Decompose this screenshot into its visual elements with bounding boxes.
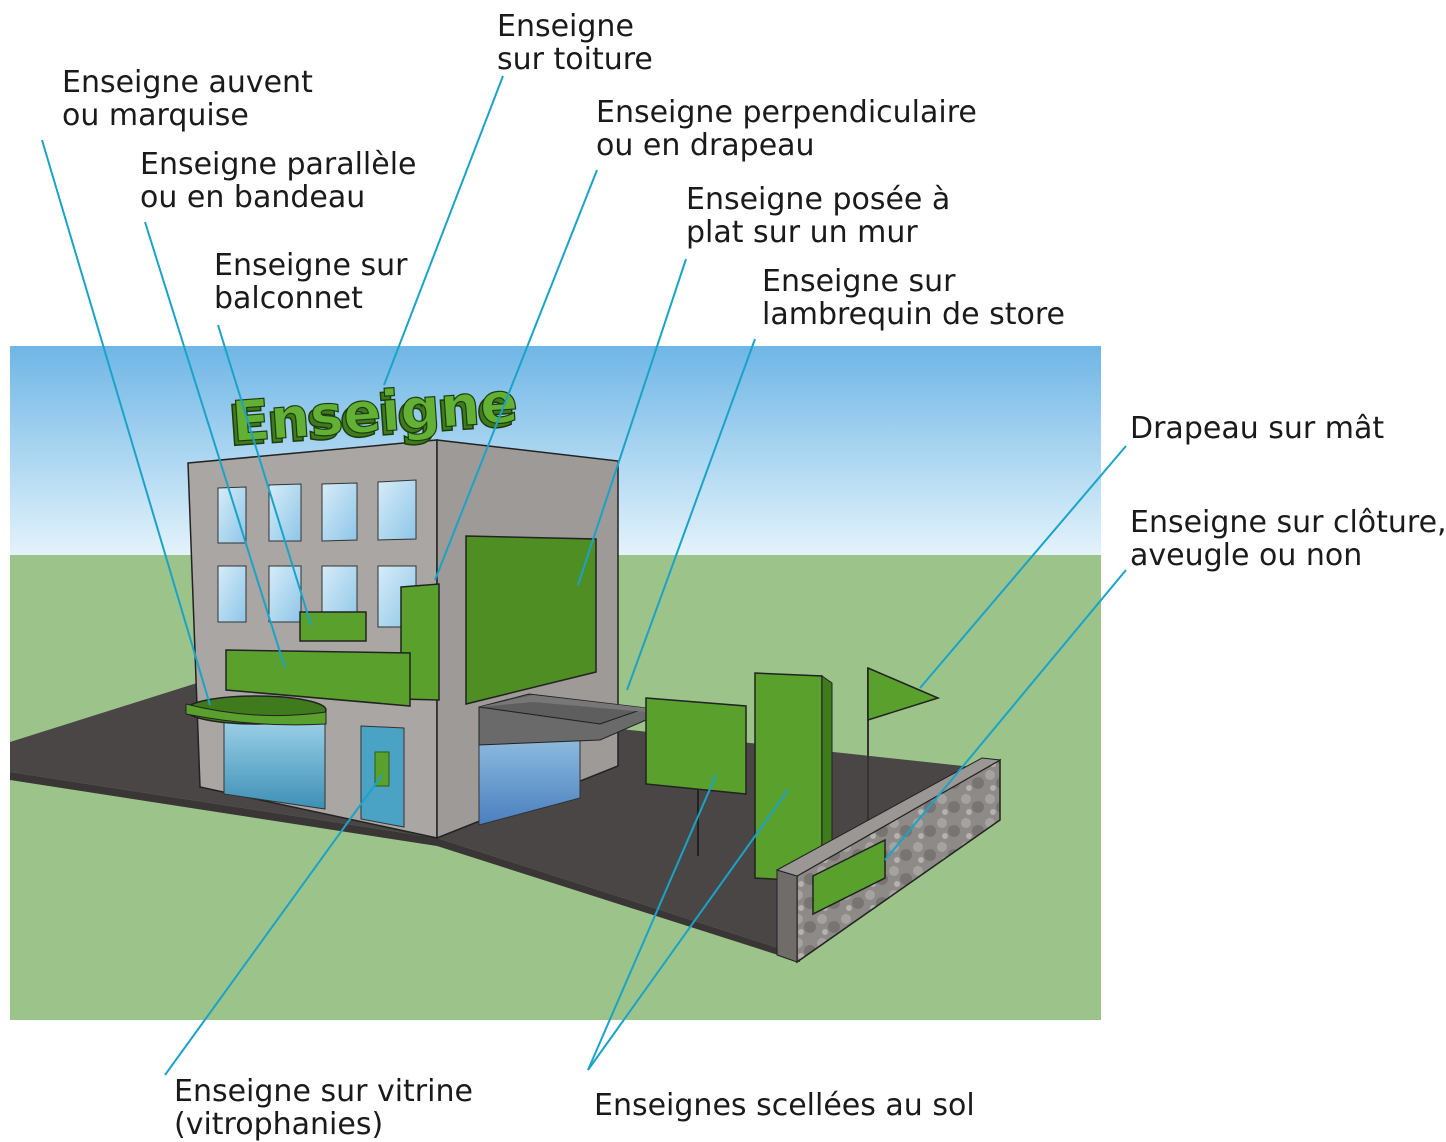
window [268, 483, 302, 542]
leader-line-perpendiculaire [434, 169, 598, 581]
parallel-band-sign [225, 649, 411, 707]
store-awning-roof [479, 695, 646, 712]
label-line: Enseigne perpendiculaire [596, 95, 977, 130]
label-line: ou en bandeau [140, 180, 366, 215]
label-line: Enseigne sur vitrine [174, 1074, 473, 1109]
flag [867, 666, 941, 722]
label-line: Enseigne sur [762, 264, 956, 299]
label-line: balconnet [214, 281, 363, 316]
label-line: Enseigne sur [214, 248, 408, 283]
label-line: lambrequin de store [762, 297, 1065, 332]
fence-sign [812, 838, 886, 916]
window [217, 565, 247, 623]
leader-line-parallele [144, 221, 286, 669]
label-balconnet: Enseigne sur balconnet [214, 249, 407, 315]
label-line: Enseigne auvent [62, 65, 313, 100]
window [377, 479, 417, 541]
leader-line-sol-1 [587, 774, 717, 1071]
label-drapeau: Drapeau sur mât [1130, 412, 1384, 445]
label-line: plat sur un mur [686, 215, 918, 250]
label-line: Enseigne sur clôture, [1130, 505, 1446, 540]
window [321, 482, 358, 542]
label-plat: Enseigne posée à plat sur un mur [686, 183, 950, 249]
leader-lines [41, 75, 1127, 1076]
label-line: Enseignes scellées au sol [594, 1088, 975, 1123]
leader-line-plat [577, 258, 687, 586]
label-line: Enseigne parallèle [140, 147, 417, 182]
leader-line-auvent [41, 139, 211, 706]
leader-line-toiture [383, 75, 504, 386]
label-toiture: Enseigne sur toiture [497, 10, 653, 76]
balconnet-sign [299, 611, 367, 642]
label-line: sur toiture [497, 42, 653, 77]
leader-line-cloture [884, 569, 1127, 861]
marquee-awning-band [185, 703, 327, 726]
label-line: ou en drapeau [596, 128, 815, 163]
leader-line-vitrine [164, 774, 383, 1076]
leader-line-lambrequin [626, 338, 756, 691]
label-cloture: Enseigne sur clôture, aveugle ou non [1130, 506, 1446, 572]
label-line: Drapeau sur mât [1130, 411, 1385, 446]
leader-line-sol-2 [587, 789, 789, 1071]
label-sol: Enseignes scellées au sol [594, 1089, 975, 1122]
label-vitrine: Enseigne sur vitrine (vitrophanies) [174, 1075, 473, 1141]
label-perpendiculaire: Enseigne perpendiculaire ou en drapeau [596, 96, 977, 162]
fence-wall-end [776, 869, 798, 963]
label-line: Enseigne posée à [686, 182, 951, 217]
label-line: ou marquise [62, 98, 249, 133]
vitrine-sign [374, 751, 390, 787]
leader-line-balconnet [217, 324, 312, 626]
leader-line-drapeau [919, 445, 1127, 689]
label-auvent: Enseigne auvent ou marquise [62, 66, 313, 132]
label-lambrequin: Enseigne sur lambrequin de store [762, 265, 1065, 331]
shop-window [223, 717, 326, 810]
label-line: (vitrophanies) [174, 1107, 384, 1142]
label-parallele: Enseigne parallèle ou en bandeau [140, 148, 417, 214]
window [217, 486, 247, 544]
pavement-front-edge [10, 772, 800, 962]
lambrequin-sign [645, 697, 747, 795]
label-line: Enseigne [497, 9, 634, 44]
flat-wall-sign [465, 535, 597, 705]
label-line: aveugle ou non [1130, 538, 1363, 573]
